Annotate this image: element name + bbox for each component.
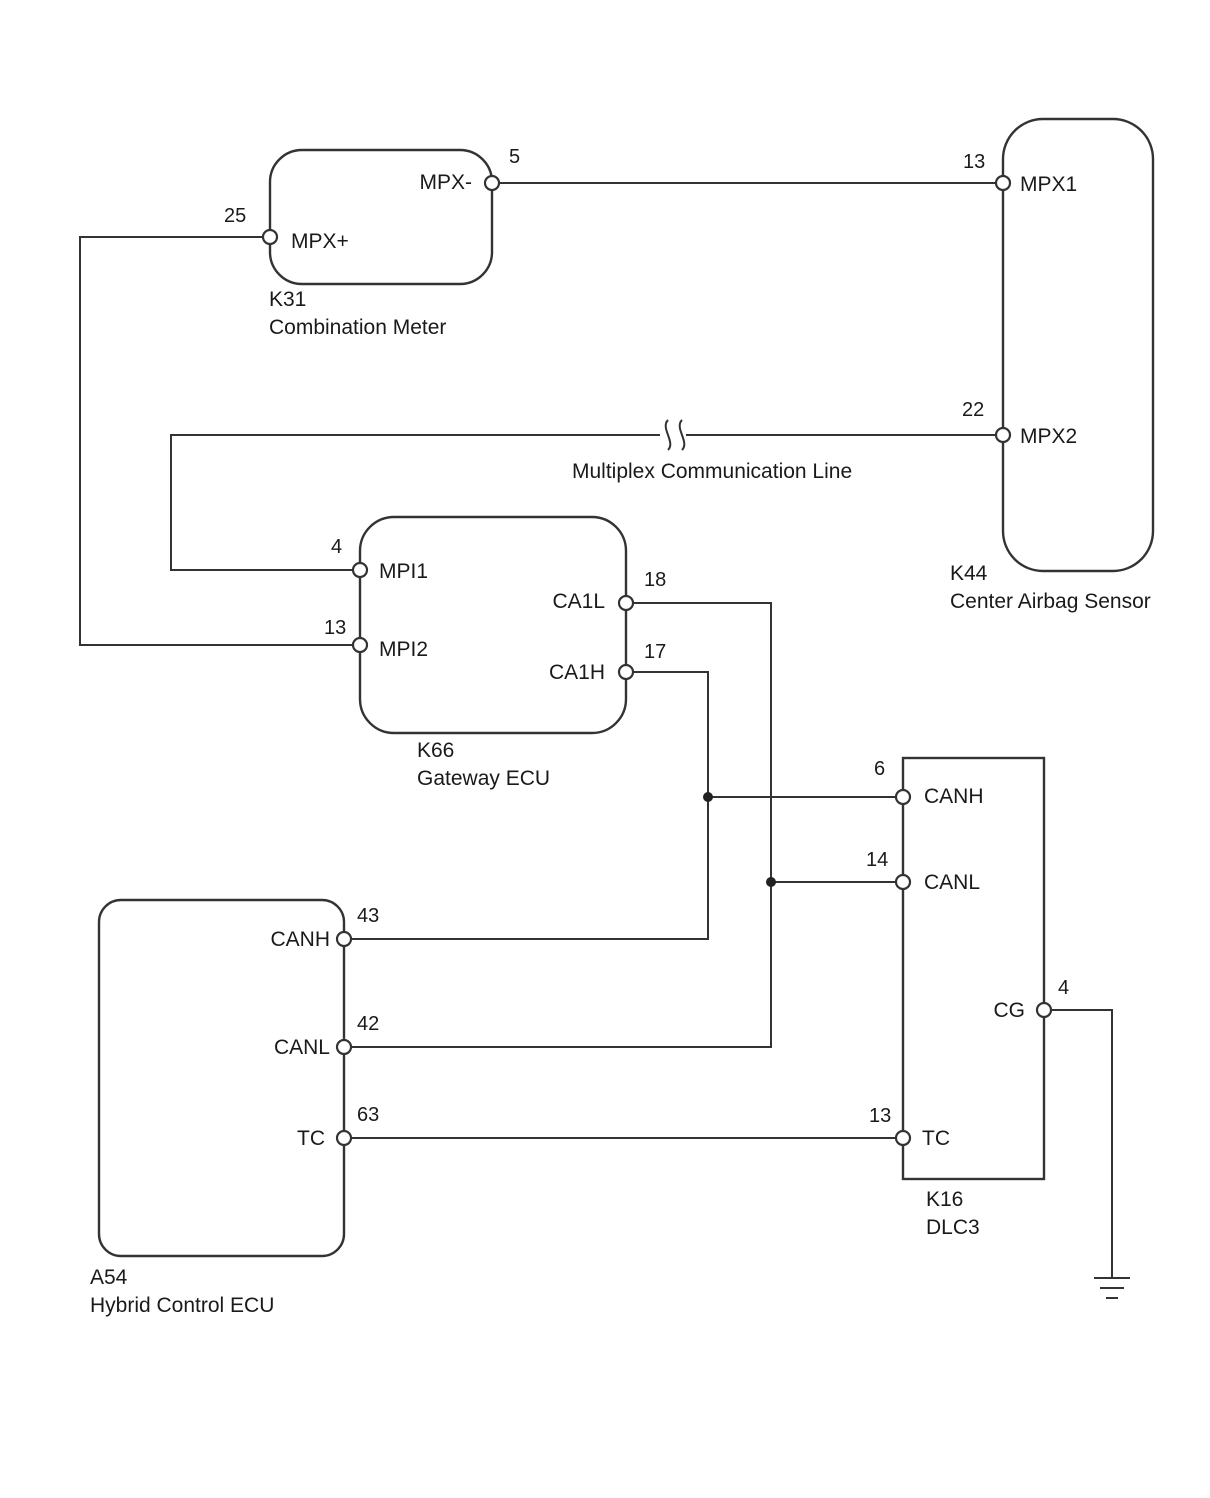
k16-pin-tc-label: TC: [922, 1127, 950, 1150]
k44-pin-mpx2-number: 22: [962, 399, 984, 421]
k66-pin-ca1l-number: 18: [644, 569, 666, 591]
k16-pin-tc: [894, 1129, 912, 1147]
k66-code: K66: [417, 739, 454, 762]
k44-pin-mpx1-label: MPX1: [1020, 173, 1077, 196]
wire-ca1h: [351, 671, 709, 940]
k16-pin-canh-label: CANH: [924, 785, 984, 808]
wire-cg-ground: [1051, 1009, 1113, 1278]
junction-canl: [766, 877, 776, 887]
k66-pin-mpi1-number: 4: [331, 536, 342, 558]
k66-pin-ca1l-label: CA1L: [552, 590, 605, 613]
k31-pin-mpx-minus-label: MPX-: [420, 171, 473, 194]
k31-pin-mpx-minus: [483, 174, 501, 192]
k66-pin-mpi1: [351, 561, 369, 579]
k31-pin-mpx-plus: [261, 228, 279, 246]
junction-canh: [703, 792, 713, 802]
k31-body: [268, 148, 494, 286]
wire-break-mark: [664, 419, 686, 451]
a54-pin-canl-label: CANL: [274, 1036, 330, 1059]
k31-code: K31: [269, 288, 306, 311]
k66-pin-mpi1-label: MPI1: [379, 560, 428, 583]
k66-pin-mpi2-label: MPI2: [379, 638, 428, 661]
k31-pin-mpx-plus-number: 25: [224, 205, 246, 227]
k31-pin-mpx-plus-label: MPX+: [291, 230, 349, 253]
k16-pin-tc-number: 13: [869, 1105, 891, 1127]
a54-name: Hybrid Control ECU: [90, 1294, 274, 1317]
k44-pin-mpx1: [994, 174, 1012, 192]
k44-body: [1001, 117, 1155, 573]
k16-pin-cg-number: 4: [1058, 977, 1069, 999]
k44-pin-mpx1-number: 13: [963, 151, 985, 173]
k66-pin-ca1l: [617, 594, 635, 612]
a54-pin-canh: [335, 930, 353, 948]
k44-pin-mpx2-label: MPX2: [1020, 425, 1077, 448]
a54-body: [97, 898, 346, 1258]
multiplex-line-label: Multiplex Communication Line: [572, 460, 852, 483]
wire-mpx2-to-mpi1: [170, 434, 996, 571]
k66-name: Gateway ECU: [417, 767, 550, 790]
a54-pin-tc-number: 63: [357, 1104, 379, 1126]
k44-name: Center Airbag Sensor: [950, 590, 1151, 613]
ground-icon: [1094, 1277, 1130, 1299]
k44-pin-mpx2: [994, 426, 1012, 444]
k16-pin-cg-label: CG: [994, 999, 1026, 1022]
k16-pin-canh: [894, 788, 912, 806]
a54-pin-canl-number: 42: [357, 1013, 379, 1035]
k16-body: [901, 756, 1046, 1181]
k16-name: DLC3: [926, 1216, 980, 1239]
k16-code: K16: [926, 1188, 963, 1211]
k66-pin-mpi2: [351, 636, 369, 654]
a54-pin-canh-label: CANH: [270, 928, 330, 951]
k66-pin-mpi2-number: 13: [324, 617, 346, 639]
k31-name: Combination Meter: [269, 316, 446, 339]
k16-pin-canh-number: 6: [874, 758, 885, 780]
k66-pin-ca1h-label: CA1H: [549, 661, 605, 684]
a54-pin-tc-label: TC: [297, 1127, 325, 1150]
k44-code: K44: [950, 562, 988, 585]
k16-pin-canl-label: CANL: [924, 871, 980, 894]
wire-mpx-plus-to-mpi2: [79, 236, 353, 646]
k31-pin-mpx-minus-number: 5: [509, 146, 520, 168]
k16-pin-canl-number: 14: [866, 849, 888, 871]
a54-pin-canl: [335, 1038, 353, 1056]
k66-pin-ca1h: [617, 663, 635, 681]
a54-pin-canh-number: 43: [357, 905, 379, 927]
k66-body: [358, 515, 628, 735]
a54-code: A54: [90, 1266, 128, 1289]
k16-pin-cg: [1035, 1001, 1053, 1019]
k16-pin-canl: [894, 873, 912, 891]
a54-pin-tc: [335, 1129, 353, 1147]
k66-pin-ca1h-number: 17: [644, 641, 666, 663]
wire-ca1l: [351, 602, 772, 1048]
